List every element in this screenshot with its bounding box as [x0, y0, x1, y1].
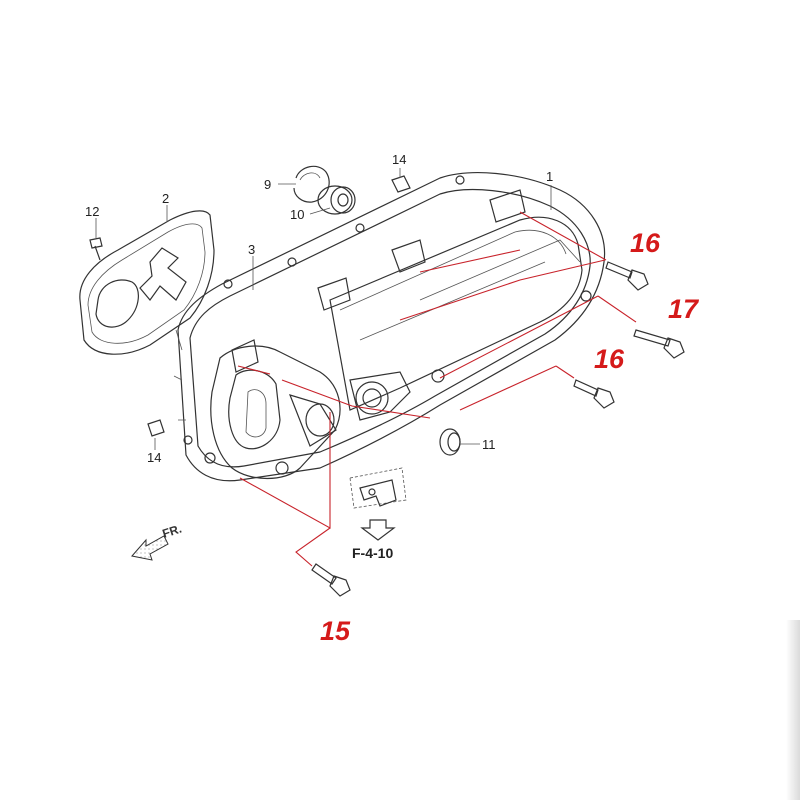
highlight-label-15: 15	[320, 616, 351, 646]
callout-lines	[237, 211, 637, 567]
bolt-17	[633, 329, 685, 359]
bolt-16-middle	[573, 379, 615, 409]
gasket-part	[79, 210, 215, 355]
label-part-3: 3	[248, 242, 255, 257]
ref-arrow	[360, 519, 396, 541]
screw-12	[89, 237, 103, 261]
label-part-11: 11	[482, 437, 496, 452]
label-part-12: 12	[85, 204, 99, 219]
dowel-pin-top	[391, 175, 411, 193]
circlip-part	[293, 165, 330, 203]
highlight-label-17: 17	[668, 294, 700, 324]
label-part-10: 10	[290, 207, 304, 222]
bolt-16-top	[605, 261, 649, 291]
front-direction-arrow-icon	[131, 535, 169, 561]
highlight-label-16-top: 16	[630, 228, 661, 258]
highlight-label-16-middle: 16	[594, 344, 625, 374]
page-edge-shadow	[786, 620, 800, 800]
reference-label: F-4-10	[352, 545, 393, 561]
label-part-9: 9	[264, 177, 271, 192]
bearing-part	[317, 185, 356, 215]
label-part-14-left: 14	[147, 450, 161, 465]
label-part-1: 1	[546, 169, 553, 184]
label-part-14-top: 14	[392, 152, 406, 167]
front-direction-label: FR.	[161, 522, 184, 541]
bracket-part	[349, 467, 407, 509]
label-part-2: 2	[162, 191, 169, 206]
cover-body	[173, 172, 606, 482]
dowel-pin-left	[147, 419, 165, 437]
leader-lines	[95, 168, 552, 450]
bolt-15	[311, 563, 351, 597]
rubber-part-11	[439, 428, 461, 456]
